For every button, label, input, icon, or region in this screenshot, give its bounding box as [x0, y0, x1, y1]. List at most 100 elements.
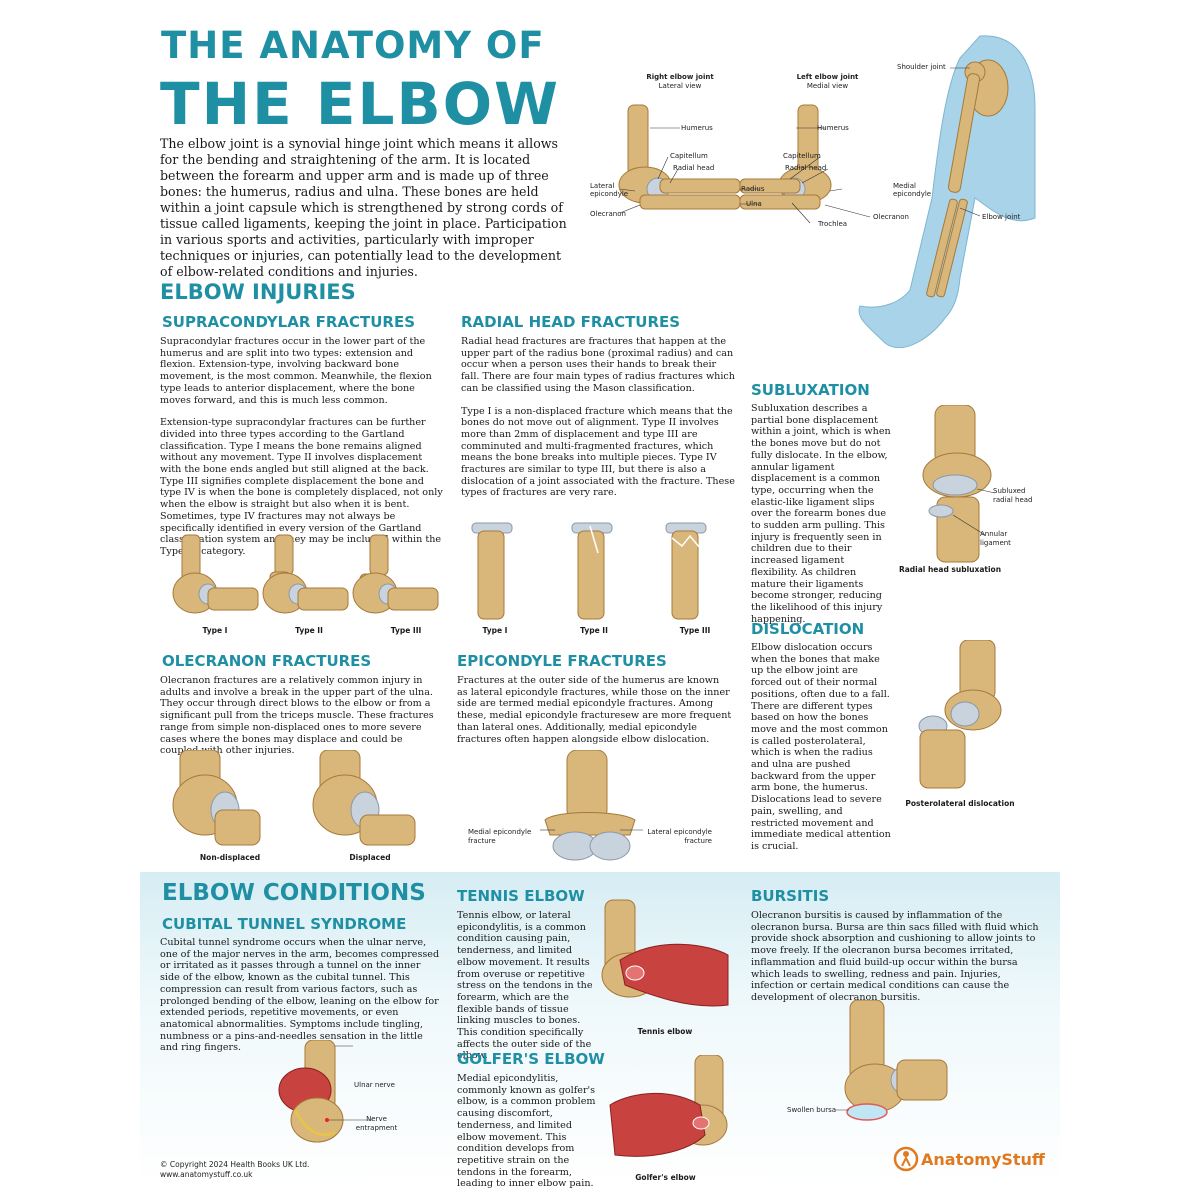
- label-lateral-epicondyle-fracture: Lateral epicondyle fracture: [647, 828, 712, 845]
- upper-arm-humerus: [947, 73, 981, 193]
- left-elbow-subtitle: Medial view: [806, 82, 849, 90]
- title-line-1: THE ANATOMY OF: [161, 24, 545, 67]
- left-radius-bone: [739, 178, 801, 194]
- label-radial-head-left: Radial head: [785, 164, 827, 172]
- supracondylar-illustrations: [172, 534, 439, 614]
- dislocation-heading: DISLOCATION: [751, 620, 865, 638]
- subluxation-heading: SUBLUXATION: [751, 381, 870, 399]
- website-url[interactable]: www.anatomystuff.co.uk: [160, 1170, 253, 1179]
- golfers-elbow-illustration: [609, 1055, 728, 1157]
- supracondylar-paragraph-2: Extension-type supracondylar fractures c…: [160, 417, 443, 557]
- label-subluxed-radial-head: Subluxed radial head: [993, 487, 1033, 504]
- cubital-illustration: [278, 1040, 373, 1143]
- left-ulna-bone: [739, 194, 821, 210]
- logo-text: AnatomyStuff: [921, 1149, 1045, 1169]
- supracondylar-caption-type-1: Type I: [202, 626, 228, 635]
- label-ulna: Ulna: [746, 200, 762, 208]
- left-elbow-title: Left elbow joint: [796, 73, 859, 81]
- label-capitellum-left: Capitellum: [783, 152, 821, 160]
- olecranon-text: Olecranon fractures are a relatively com…: [160, 675, 434, 757]
- radial-head-caption-type-2: Type II: [580, 626, 608, 635]
- arm-skin-outline: [858, 35, 1036, 348]
- supracondylar-text: Supracondylar fractures occur in the low…: [160, 336, 443, 569]
- cubital-heading: CUBITAL TUNNEL SYNDROME: [162, 915, 407, 933]
- olecranon-caption-non-displaced: Non-displaced: [199, 853, 261, 862]
- dislocation-text: Elbow dislocation occurs when the bones …: [751, 642, 891, 852]
- label-lateral-epicondyle: Lateral epicondyle: [590, 182, 629, 198]
- supracondylar-type-2: [262, 534, 349, 614]
- olecranon-heading: OLECRANON FRACTURES: [162, 652, 372, 670]
- bursitis-heading: BURSITIS: [751, 887, 830, 905]
- conditions-background: [140, 872, 1060, 1184]
- supracondylar-caption-type-3: Type III: [390, 626, 422, 635]
- radial-head-type-1: [471, 522, 513, 620]
- label-elbow-joint: Elbow joint: [982, 213, 1021, 221]
- golfers-text: Medial epicondylitis, commonly known as …: [457, 1073, 596, 1190]
- forearm-ulna: [936, 198, 968, 298]
- golfers-heading: GOLFER'S ELBOW: [457, 1050, 605, 1068]
- label-olecranon-left: Olecranon: [873, 213, 909, 221]
- radial-head-type-2: [571, 522, 613, 620]
- golfers-caption: Golfer's elbow: [635, 1173, 696, 1182]
- epicondyle-text: Fractures at the outer side of the humer…: [457, 675, 732, 745]
- label-swollen-bursa: Swollen bursa: [787, 1106, 837, 1114]
- supracondylar-paragraph-1: Supracondylar fractures occur in the low…: [160, 336, 432, 406]
- label-annular-ligament: Annular ligament: [980, 530, 1011, 547]
- injuries-heading: ELBOW INJURIES: [160, 280, 356, 304]
- anatomystuff-logo[interactable]: AnatomyStuff: [893, 1146, 1045, 1172]
- arm-skeleton-illustration: [858, 35, 1036, 348]
- supracondylar-heading: SUPRACONDYLAR FRACTURES: [162, 313, 416, 331]
- label-ulnar-nerve: Ulnar nerve: [354, 1081, 395, 1089]
- tennis-elbow-illustration: [601, 899, 729, 1007]
- forearm-radius: [926, 198, 958, 298]
- logo-person-icon: [893, 1146, 919, 1172]
- label-medial-epicondyle-fracture: Medial epicondyle fracture: [468, 828, 532, 845]
- supracondylar-type-3: [352, 534, 439, 614]
- epicondyle-illustration: [540, 750, 643, 861]
- right-humerus-bone: [627, 104, 649, 176]
- bursitis-text: Olecranon bursitis is caused by inflamma…: [751, 910, 1039, 1003]
- olecranon-non-displaced: [172, 750, 261, 846]
- label-shoulder-joint: Shoulder joint: [897, 63, 946, 71]
- radial-head-paragraph-2: Type I is a non-displaced fracture which…: [461, 405, 735, 499]
- intro-paragraph: The elbow joint is a synovial hinge join…: [160, 136, 567, 279]
- radial-head-caption-type-3: Type III: [679, 626, 711, 635]
- subluxation-caption: Radial head subluxation: [898, 565, 1002, 574]
- label-olecranon-right: Olecranon: [590, 210, 626, 218]
- olecranon-caption-displaced: Displaced: [349, 853, 391, 862]
- radial-head-text: Radial head fractures are fractures that…: [461, 336, 736, 510]
- conditions-heading: ELBOW CONDITIONS: [162, 880, 426, 906]
- title-line-2: THE ELBOW: [160, 70, 560, 138]
- epicondyle-heading: EPICONDYLE FRACTURES: [457, 652, 667, 670]
- right-radius-bone: [659, 178, 741, 194]
- radial-head-caption-type-1: Type I: [482, 626, 508, 635]
- dislocation-caption: Posterolateral dislocation: [905, 799, 1015, 808]
- label-medial-epicondyle: Medial epicondyle: [893, 182, 932, 198]
- supracondylar-type-1: [172, 534, 259, 614]
- label-trochlea: Trochlea: [818, 220, 848, 228]
- bursitis-illustration: [835, 1000, 948, 1121]
- label-capitellum-right: Capitellum: [670, 152, 708, 160]
- copyright-text: © Copyright 2024 Health Books UK Ltd.: [160, 1160, 310, 1169]
- olecranon-displaced: [312, 750, 416, 846]
- right-elbow-subtitle: Lateral view: [658, 82, 702, 90]
- subluxation-text: Subluxation describes a partial bone dis…: [751, 403, 891, 625]
- tennis-text: Tennis elbow, or lateral epicondylitis, …: [457, 910, 593, 1062]
- supracondylar-caption-type-2: Type II: [295, 626, 323, 635]
- subluxation-illustration: [922, 405, 996, 563]
- cubital-text: Cubital tunnel syndrome occurs when the …: [160, 937, 440, 1054]
- right-elbow-title: Right elbow joint: [646, 73, 714, 81]
- label-humerus-left: Humerus: [817, 124, 849, 132]
- radial-head-heading: RADIAL HEAD FRACTURES: [461, 313, 681, 331]
- right-ulna-bone: [639, 194, 741, 210]
- tennis-heading: TENNIS ELBOW: [457, 887, 585, 905]
- label-radius: Radius: [741, 185, 765, 193]
- radial-head-type-3: [665, 522, 707, 620]
- radial-head-illustrations: [471, 522, 707, 620]
- radial-head-paragraph-1: Radial head fractures are fractures that…: [461, 336, 735, 394]
- label-radial-head-right: Radial head: [673, 164, 715, 172]
- label-nerve-entrapment: Nerve entrapment: [355, 1115, 398, 1132]
- dislocation-illustration: [918, 640, 1002, 789]
- elbow-joint-diagrams: [618, 104, 871, 224]
- olecranon-illustrations: [172, 750, 416, 846]
